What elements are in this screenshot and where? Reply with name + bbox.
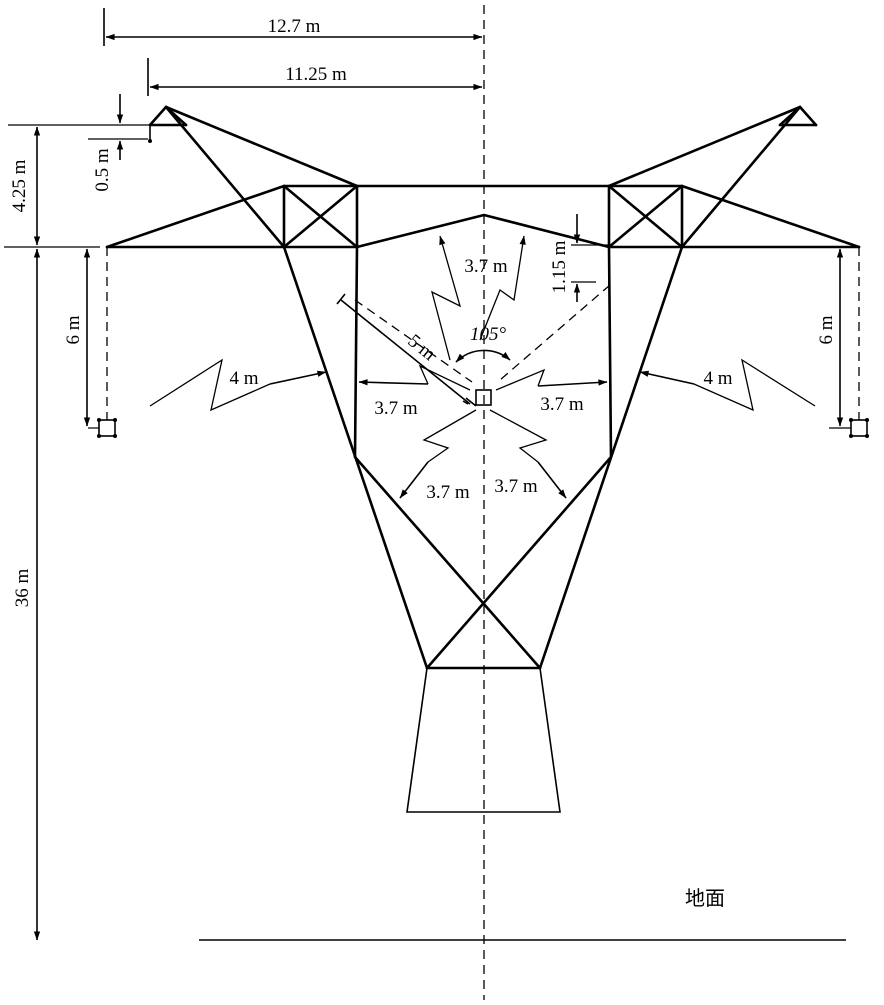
right-conductor [849, 247, 869, 438]
dim-label-5: 5 m [404, 330, 440, 365]
dim-label-105: 105° [470, 324, 507, 345]
center-conductor [462, 389, 492, 407]
dim-label-36: 36 m [12, 569, 33, 608]
clearance-label-left-4: 4 m [229, 368, 258, 389]
dim-label-6-left: 6 m [63, 315, 84, 344]
clearance-center-bottom-right: 3.7 m [489, 409, 567, 499]
angle-lines: 105° [354, 284, 611, 383]
clearance-label-top: 3.7 m [464, 256, 508, 277]
clearance-center-left: 3.7 m [358, 364, 471, 419]
dim-label-1-15: 1.15 m [549, 240, 570, 293]
clearance-center-right: 3.7 m [495, 368, 608, 415]
ground-label: 地面 [685, 886, 725, 910]
clearance-label-right-4: 4 m [703, 368, 732, 389]
dim-label-11-25: 11.25 m [285, 64, 347, 85]
dim-groundwire-height: 4.25 m [4, 124, 150, 248]
left-conductor [97, 247, 117, 438]
clearance-center-bottom-left: 3.7 m [399, 409, 477, 503]
dim-label-0-5: 0.5 m [92, 148, 113, 192]
dim-groundwire-offset: 0.5 m [88, 94, 148, 192]
clearance-left-outer: 4 m [149, 358, 327, 412]
dim-tower-height: 36 m [12, 248, 41, 941]
clearance-right-outer: 4 m [639, 358, 816, 412]
dim-left-insulator: 6 m [63, 248, 99, 429]
dim-right-insulator: 6 m [816, 248, 851, 429]
dim-center-sag: 1.15 m [549, 214, 608, 302]
tower-structure [105, 105, 861, 670]
clearance-label-bottom-right: 3.7 m [494, 476, 538, 497]
dim-label-12-7: 12.7 m [268, 16, 321, 37]
dim-top-span-outer: 12.7 m [103, 8, 483, 46]
dim-label-6-right: 6 m [816, 315, 837, 344]
tower-base [406, 667, 561, 813]
dim-label-4-25: 4.25 m [9, 159, 30, 212]
clearance-label-left: 3.7 m [374, 398, 418, 419]
clearance-center-top: 3.7 m [431, 235, 526, 361]
clearance-label-bottom-left: 3.7 m [426, 482, 470, 503]
clearance-label-right: 3.7 m [540, 394, 584, 415]
dim-top-span-inner: 11.25 m [147, 58, 483, 96]
